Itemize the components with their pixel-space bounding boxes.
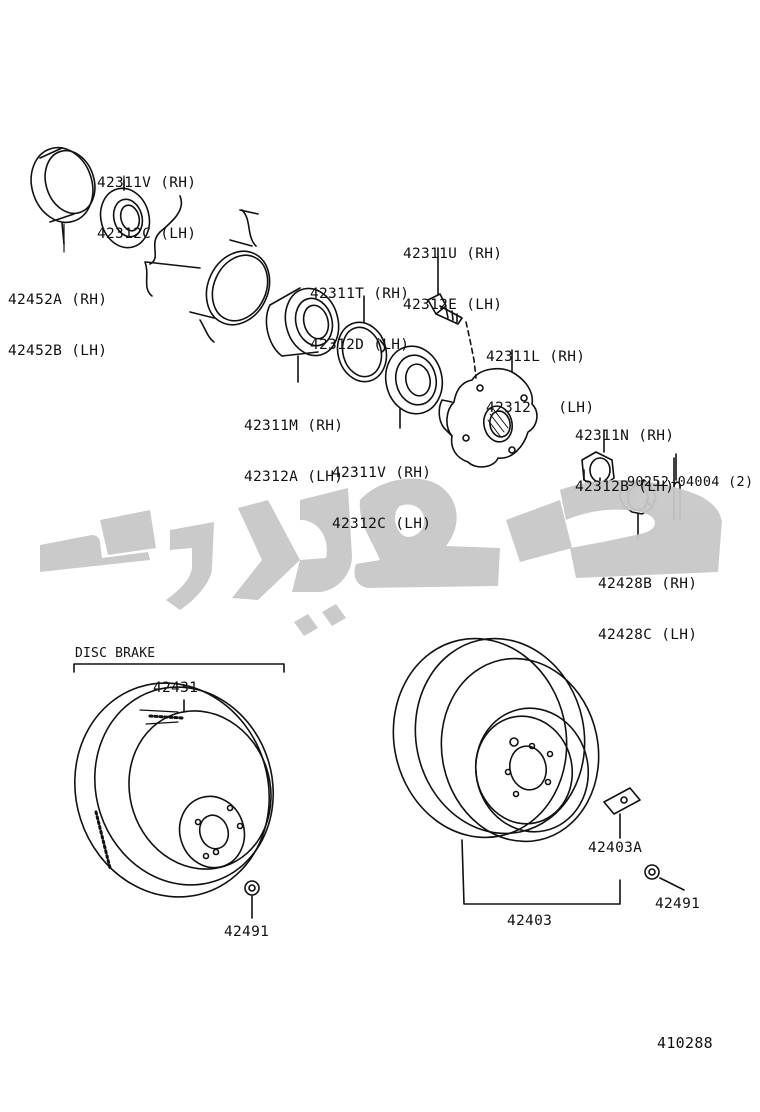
label-disc-brake: DISC BRAKE [75, 646, 156, 661]
label-42311L: 42311L (RH) 42312 (LH) [486, 349, 595, 416]
hub-bolt-42311U [427, 247, 477, 379]
label-42311T: 42311T (RH) 42312D (LH) [310, 286, 410, 353]
plate-42403A [603, 787, 641, 839]
leader-lines [63, 175, 125, 253]
brake-disc-42431 [73, 682, 275, 898]
label-42311M: 42311M (RH) 42312A (LH) [244, 418, 344, 485]
label-42311V-mid: 42311V (RH) 42312C (LH) [332, 465, 432, 532]
bolt-42491-right [644, 864, 685, 891]
label-42491-right: 42491 [655, 896, 701, 912]
brake-drum-42403 [392, 637, 621, 905]
label-42311V-top: 42311V (RH) 42312C (LH) [97, 175, 197, 242]
label-42431: 42431 [153, 680, 199, 696]
axle-hub-42311L [438, 349, 538, 468]
axle-housing-outline [144, 195, 259, 343]
label-42403A: 42403A [588, 840, 643, 856]
bearing-42311M [265, 287, 340, 383]
label-42311U: 42311U (RH) 42312E (LH) [403, 246, 503, 313]
snap-ring-42311T [336, 295, 388, 383]
bolt-42491-left [244, 880, 260, 919]
label-90252: 90252-04004 (2) [627, 474, 754, 490]
label-42311N: 42311N (RH) 42312B (LH) [575, 428, 675, 495]
seal-ring-42452 [30, 146, 96, 245]
diagram-number: 410288 [657, 1034, 713, 1052]
axle-tube-ring [205, 250, 271, 326]
watermark-logo [40, 478, 722, 636]
label-42428: 42428B (RH) 42428C (LH) [598, 576, 698, 643]
label-42491-left: 42491 [224, 924, 270, 940]
disc-brake-bracket [73, 663, 285, 673]
bearing-42311V-mid [384, 345, 444, 429]
label-42403: 42403 [507, 913, 553, 929]
label-42452: 42452A (RH) 42452B (LH) [8, 292, 108, 359]
